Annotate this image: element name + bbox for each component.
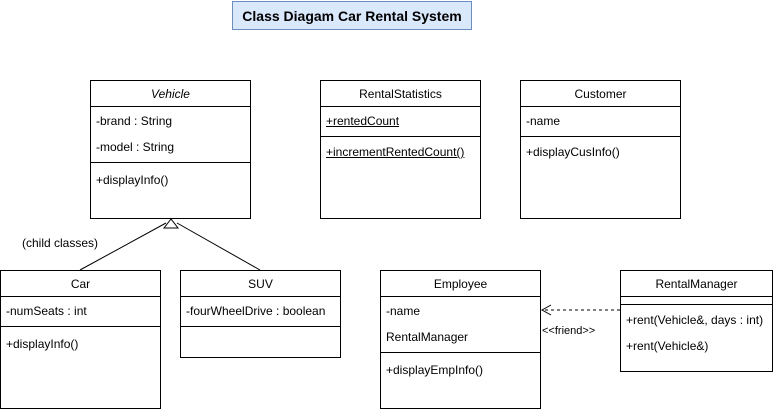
method: +rent(Vehicle&, days : int) [626,313,764,327]
class-name: Customer [521,81,680,107]
class-car[interactable]: Car -numSeats : int +displayInfo() [0,270,161,409]
attribute: -name [386,304,421,318]
class-vehicle[interactable]: Vehicle -brand : String -model : String … [90,80,251,219]
class-customer[interactable]: Customer -name +displayCusInfo() [520,80,681,219]
class-employee[interactable]: Employee -name RentalManager +displayEmp… [380,270,541,409]
method: +incrementRentedCount() [326,145,465,159]
diagram-title: Class Diagam Car Rental System [232,1,472,30]
inheritance-arrowhead [162,218,180,229]
class-suv[interactable]: SUV -fourWheelDrive : boolean [180,270,341,358]
class-name: SUV [181,271,340,297]
suv-inheritance-line [176,222,261,271]
class-rental-manager[interactable]: RentalManager +rent(Vehicle&, days : int… [620,270,773,372]
class-name: Vehicle [91,81,250,107]
class-name: Car [1,271,160,297]
attribute: -model : String [96,140,175,154]
class-name: RentalStatistics [321,81,480,107]
method: +displayInfo() [6,337,79,351]
car-inheritance-line [79,222,167,271]
attribute: -name [526,114,561,128]
method: +rent(Vehicle&) [626,339,709,353]
friend-arrowhead [540,304,552,316]
method: +displayCusInfo() [526,145,620,159]
attribute: -fourWheelDrive : boolean [186,304,326,318]
class-name: Employee [381,271,540,297]
attribute: +rentedCount [326,114,400,128]
child-classes-label: (child classes) [22,236,99,250]
attribute: -numSeats : int [6,304,87,318]
friend-label: <<friend>> [542,325,596,337]
attribute: RentalManager [386,330,469,344]
method: +displayEmpInfo() [386,363,484,377]
class-rental-statistics[interactable]: RentalStatistics +rentedCount +increment… [320,80,481,219]
class-name: RentalManager [621,271,772,297]
attribute: -brand : String [96,114,173,128]
method: +displayInfo() [96,173,169,187]
